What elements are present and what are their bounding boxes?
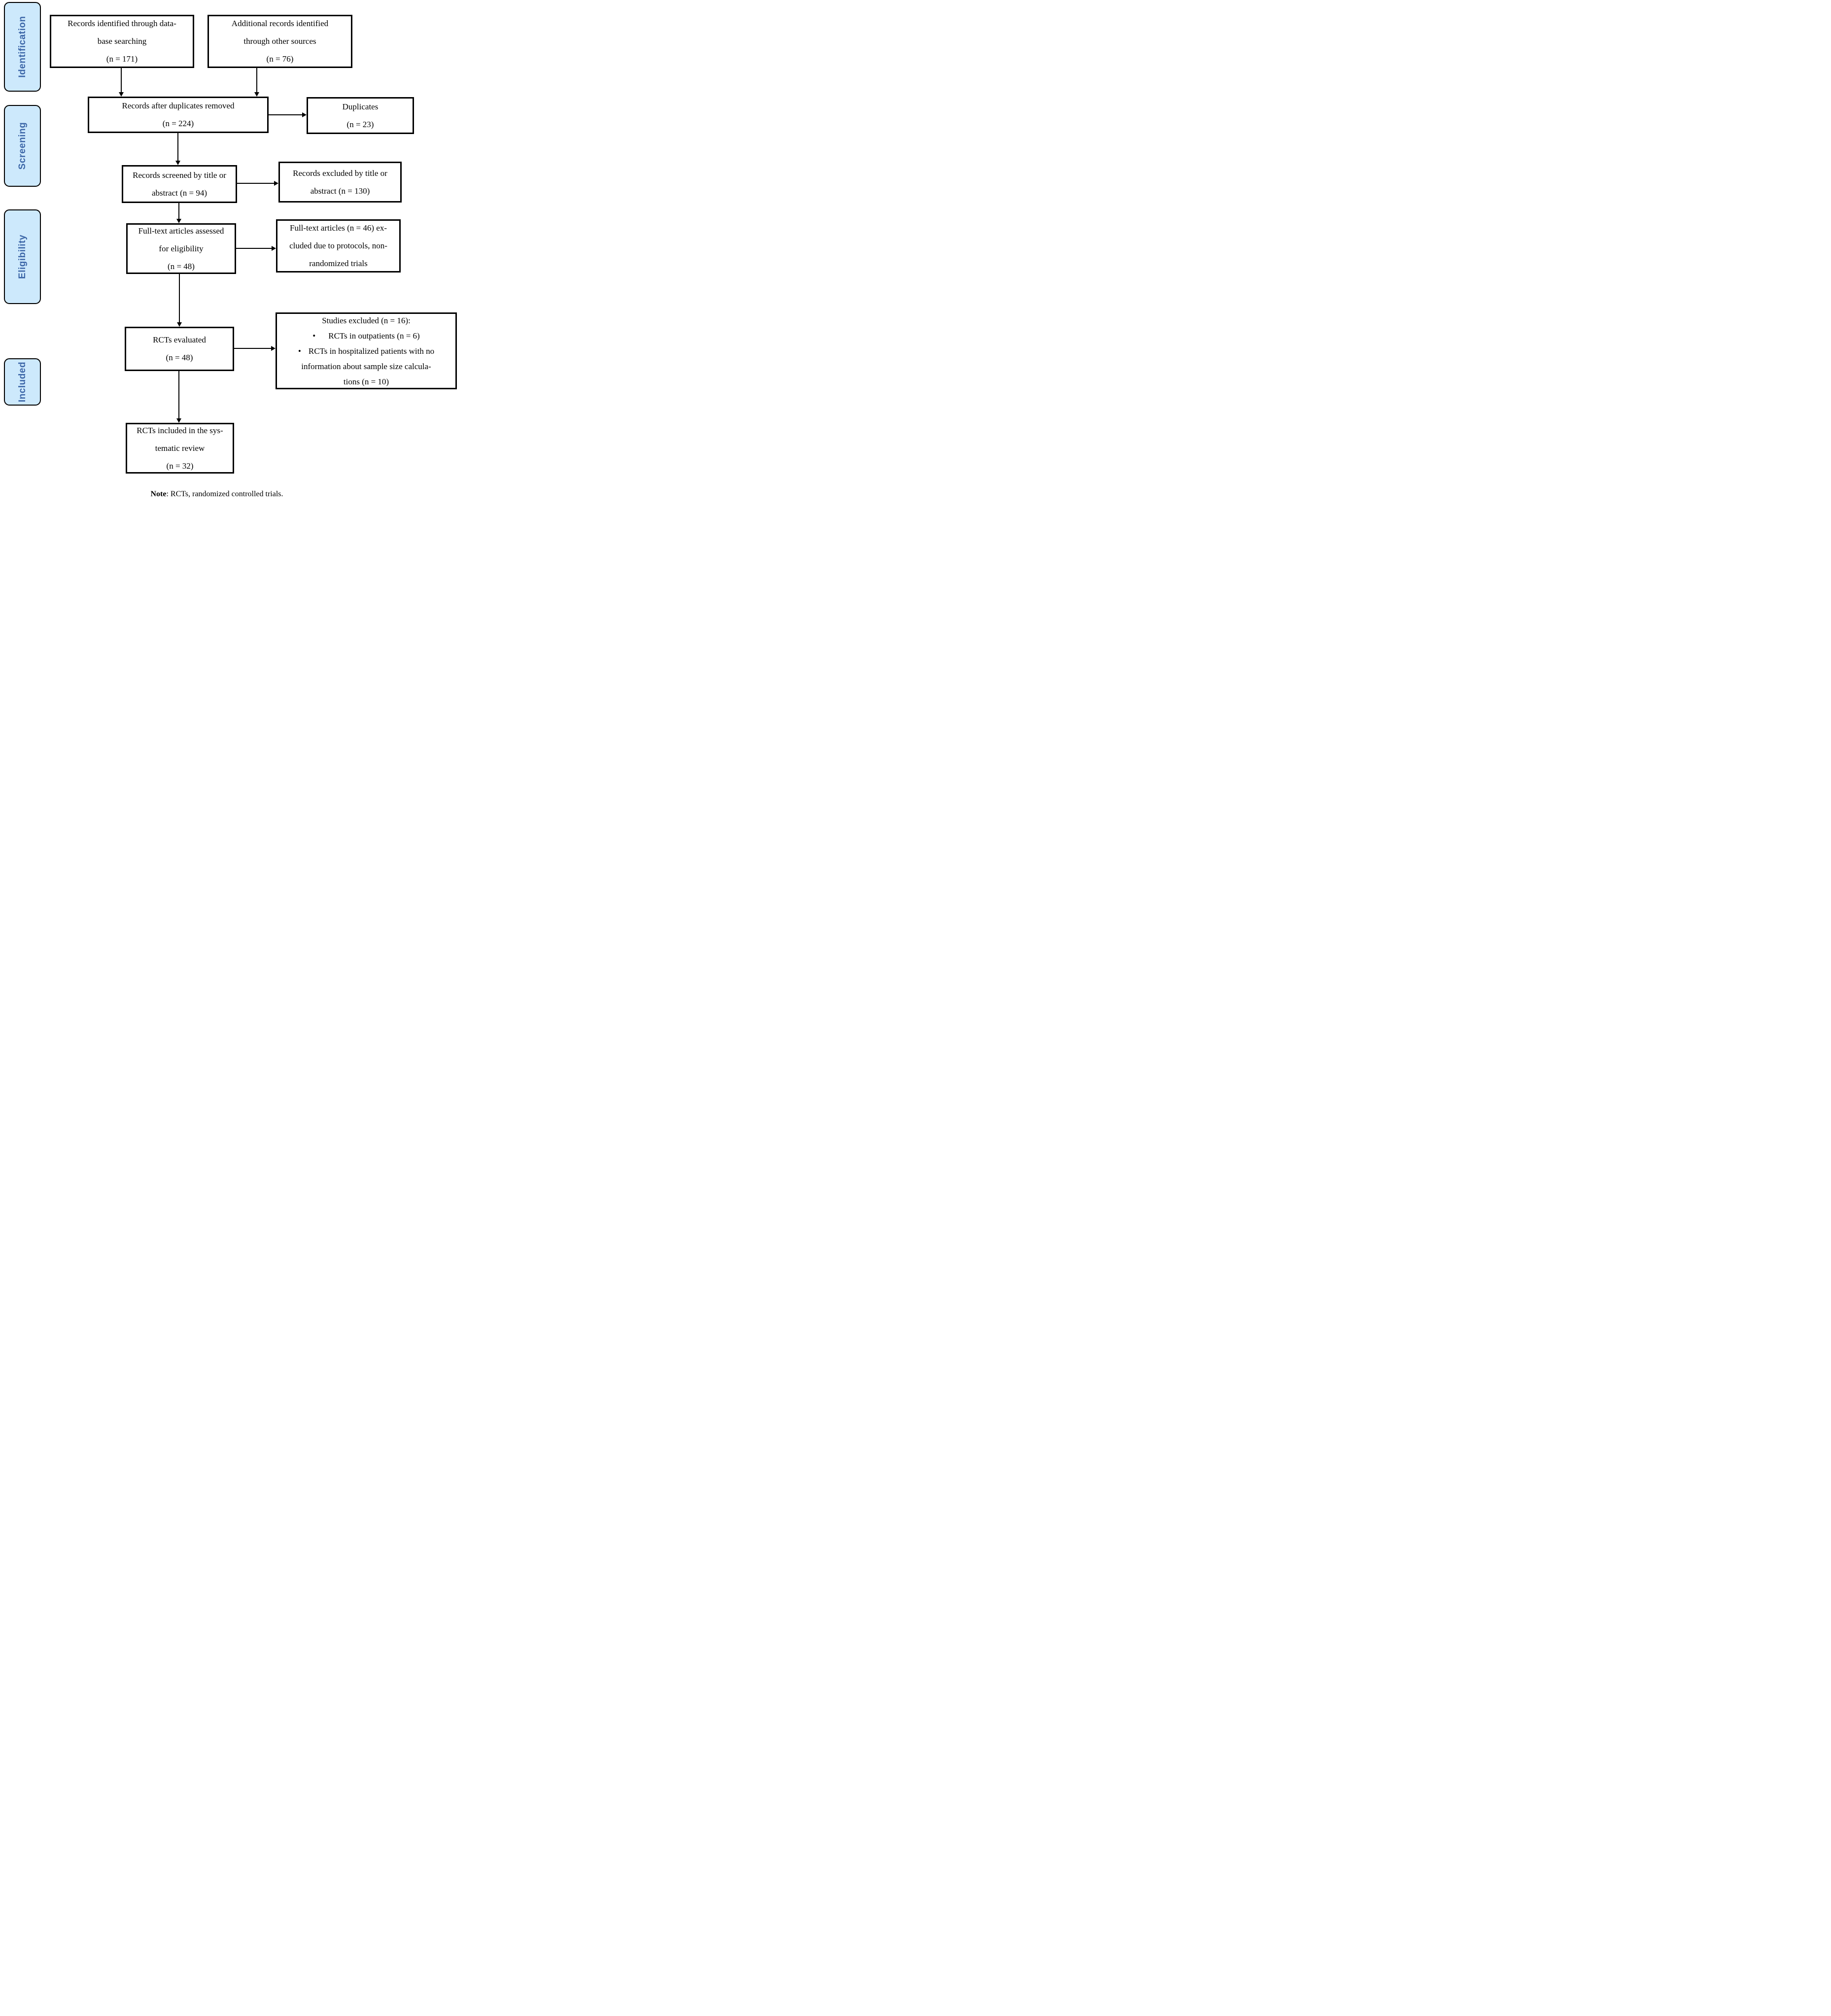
arrow-fulltext-to-evaluated-head xyxy=(177,322,182,327)
arrow-dedup-to-duplicates-line xyxy=(269,114,303,115)
box-after-duplicates: Records after duplicates removed (n = 22… xyxy=(88,97,269,133)
footnote: Note: RCTs, randomized controlled trials… xyxy=(0,490,434,499)
stage-identification-label: Identification xyxy=(17,16,28,78)
arrow-identified-to-dedup-head xyxy=(119,92,124,97)
bullet-icon: • xyxy=(312,331,316,341)
box-records-identified: Records identified through data- base se… xyxy=(50,15,194,68)
box-duplicates: Duplicates (n = 23) xyxy=(307,97,414,134)
arrow-dedup-to-duplicates-head xyxy=(302,112,307,117)
arrow-screened-to-excluded-line xyxy=(237,183,275,184)
footnote-text: : RCTs, randomized controlled trials. xyxy=(166,490,283,498)
arrow-screened-to-fulltext-head xyxy=(176,219,181,223)
stage-identification: Identification xyxy=(4,2,41,92)
box-records-excluded: Records excluded by title or abstract (n… xyxy=(278,162,402,203)
arrow-evaluated-to-excluded-head xyxy=(271,346,276,351)
bullet-icon: • xyxy=(298,346,301,356)
box-rcts-included: RCTs included in the sys- tematic review… xyxy=(126,423,234,474)
arrow-fulltext-to-evaluated-line xyxy=(179,274,180,323)
arrow-evaluated-to-included-head xyxy=(176,418,181,423)
box-records-screened: Records screened by title or abstract (n… xyxy=(122,165,237,203)
stage-eligibility-label: Eligibility xyxy=(17,235,28,279)
arrow-dedup-to-screened-head xyxy=(175,161,180,165)
footnote-bold-prefix: Note xyxy=(150,490,167,498)
box-fulltext-assessed: Full-text articles assessed for eligibil… xyxy=(126,223,236,274)
stage-included: Included xyxy=(4,358,41,406)
arrow-fulltext-to-excluded-head xyxy=(272,246,276,251)
arrow-additional-to-dedup-line xyxy=(256,68,257,93)
box-fulltext-excluded: Full-text articles (n = 46) ex- cluded d… xyxy=(276,219,401,273)
stage-screening: Screening xyxy=(4,105,41,187)
box-additional-records: Additional records identified through ot… xyxy=(207,15,352,68)
arrow-screened-to-excluded-head xyxy=(274,181,278,186)
prisma-flow-diagram: Identification Screening Eligibility Inc… xyxy=(0,0,458,504)
box-rcts-evaluated: RCTs evaluated (n = 48) xyxy=(125,327,234,371)
stage-eligibility: Eligibility xyxy=(4,209,41,304)
arrow-screened-to-fulltext-line xyxy=(178,203,179,219)
arrow-evaluated-to-included-line xyxy=(178,371,179,419)
arrow-dedup-to-screened-line xyxy=(177,133,178,161)
arrow-additional-to-dedup-head xyxy=(254,92,259,97)
stage-included-label: Included xyxy=(17,361,28,403)
arrow-identified-to-dedup-line xyxy=(121,68,122,93)
stage-screening-label: Screening xyxy=(17,122,28,170)
arrow-evaluated-to-excluded-line xyxy=(234,348,272,349)
arrow-fulltext-to-excluded-line xyxy=(236,248,272,249)
box-studies-excluded: Studies excluded (n = 16): •RCTs in outp… xyxy=(276,312,457,389)
